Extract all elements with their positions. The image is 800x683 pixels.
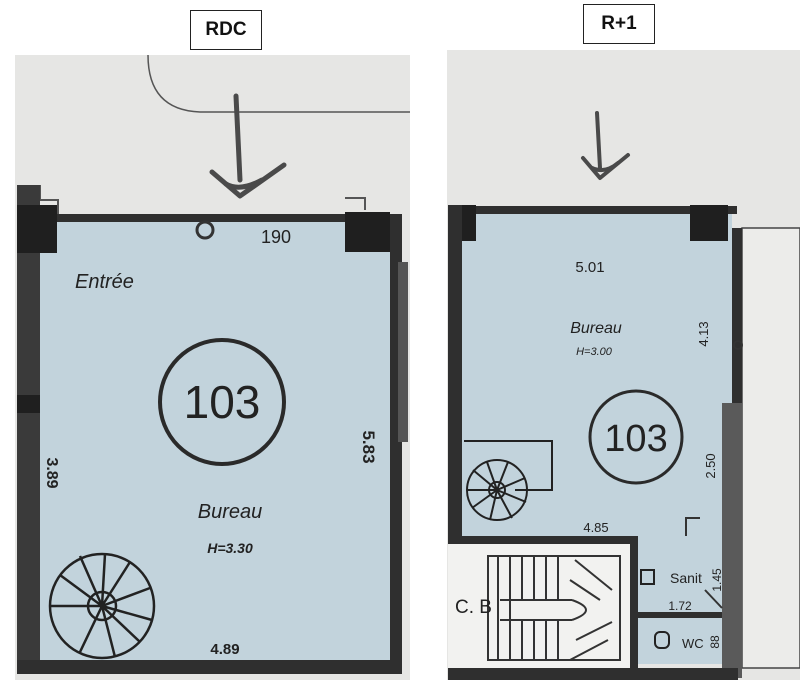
r1-dim-bottom: 4.85 <box>583 520 608 535</box>
rdc-pillar-topleft <box>17 205 57 253</box>
rdc-dim-left: 3.89 <box>43 457 60 488</box>
rdc-plan: 103 Entrée Bureau H=3.30 190 3.89 5.83 4… <box>15 54 410 680</box>
r1-height: H=3.00 <box>576 346 613 358</box>
r1-plan: 103 Bureau H=3.00 C. B Sanit WC 5.01 4.1… <box>447 50 800 680</box>
r1-dim-top: 5.01 <box>575 259 604 276</box>
r1-door-swing <box>685 517 723 609</box>
r1-dim-right-upper: 4.13 <box>696 321 711 346</box>
r1-dim-sanit-width: 1.72 <box>668 599 692 613</box>
rdc-dim-bottom: 4.89 <box>210 641 239 658</box>
rdc-title: RDC <box>205 19 247 40</box>
rdc-room-floor <box>40 222 390 662</box>
rdc-title-box: RDC <box>190 10 262 50</box>
r1-dim-right-lower: 2.50 <box>703 453 718 478</box>
rdc-entrance-label: Entrée <box>75 271 134 293</box>
rdc-room-number-circle <box>158 338 286 466</box>
r1-spiral-stair <box>464 440 553 521</box>
r1-wall-bottom <box>448 668 738 680</box>
r1-title: R+1 <box>601 13 637 34</box>
rdc-wall-left <box>17 185 40 665</box>
rdc-wall-top <box>40 214 390 222</box>
r1-room-name: Bureau <box>570 320 622 337</box>
r1-wc-label: WC <box>682 636 704 651</box>
r1-wall-sanit-wc <box>636 612 722 618</box>
rdc-dim-right: 5.83 <box>359 430 378 463</box>
rdc-dim-top: 190 <box>261 227 291 247</box>
r1-room-number-circle <box>588 389 684 485</box>
r1-dim-wc: 88 <box>708 635 722 649</box>
r1-room-number: 103 <box>604 418 667 460</box>
r1-sanit-label: Sanit <box>670 570 702 586</box>
r1-dim-sanit-height: 1.45 <box>710 568 724 592</box>
r1-wall-mid <box>448 536 638 544</box>
rdc-spiral-stair <box>48 552 156 660</box>
r1-stair-core <box>448 544 630 668</box>
rdc-window-right <box>398 262 408 442</box>
rdc-pillar-topright <box>345 212 390 252</box>
r1-wall-right-upper <box>732 228 742 403</box>
rdc-door-post <box>195 220 215 240</box>
r1-entrance-arrow-icon <box>581 111 630 180</box>
r1-wc-icon <box>654 631 670 649</box>
r1-wall-top <box>462 206 737 214</box>
r1-wall-stair-right <box>630 536 638 678</box>
rdc-height: H=3.30 <box>207 540 253 556</box>
rdc-room-name: Bureau <box>198 501 263 523</box>
r1-door-post <box>733 340 743 350</box>
rdc-entrance-arrow-icon <box>209 93 287 199</box>
r1-straight-stair <box>487 555 621 661</box>
r1-title-box: R+1 <box>583 4 655 44</box>
rdc-room-number: 103 <box>184 376 261 428</box>
r1-pillar-topright <box>690 205 728 241</box>
r1-neighbor-block <box>741 227 800 669</box>
r1-stair-label: C. B <box>455 597 492 618</box>
rdc-walkway-curve <box>147 54 410 113</box>
r1-wall-right-lower <box>722 403 742 678</box>
r1-wall-left <box>448 205 462 540</box>
r1-sink-icon <box>640 569 655 585</box>
rdc-wall-left-notch <box>17 395 40 413</box>
rdc-wall-bottom <box>17 660 402 674</box>
